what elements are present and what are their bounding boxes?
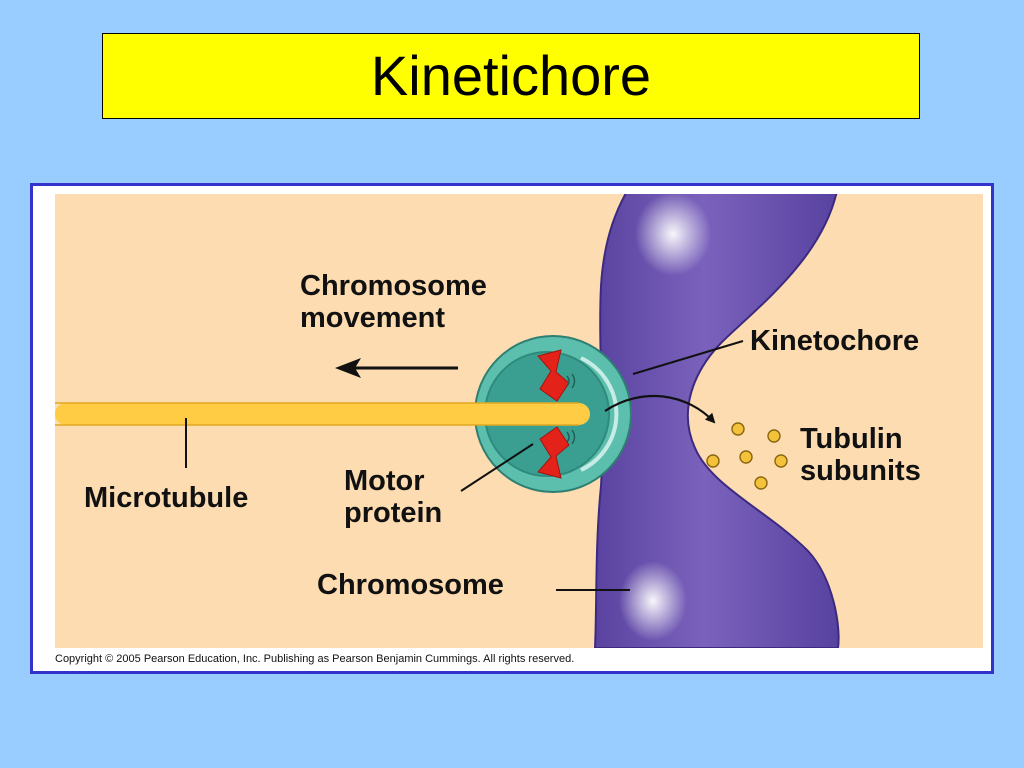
tubulin-subunit	[754, 476, 768, 490]
kinetochore-diagram	[55, 194, 983, 648]
kinetochore-leader	[632, 340, 744, 375]
microtubule-label: Microtubule	[84, 482, 249, 514]
motor-label-line1: Motor	[344, 465, 425, 497]
tubulin-subunit	[739, 450, 753, 464]
chromosome-movement-label-line2: movement	[300, 301, 446, 334]
slide-title: Kinetichore	[370, 44, 652, 107]
motor-vibration-lines	[566, 373, 576, 445]
tubulin-subunit	[731, 422, 745, 436]
tubulin-label-line1: Tubulin	[800, 423, 903, 455]
figure-frame: Chromosome movement Kinetochore Tubulin …	[30, 183, 994, 674]
tubulin-subunits-label: Tubulin subunits	[800, 423, 921, 488]
chromosome-shape	[593, 194, 840, 648]
kinetochore-label: Kinetochore	[750, 325, 920, 357]
motor-label-line2: protein	[344, 496, 443, 529]
title-box: Kinetichore	[102, 33, 920, 119]
copyright-notice: Copyright © 2005 Pearson Education, Inc.…	[55, 653, 575, 665]
motor-protein-bottom	[537, 426, 570, 479]
microtubule-shape	[55, 403, 590, 425]
chromosome-label: Chromosome	[317, 569, 504, 601]
motor-protein-top	[537, 349, 570, 402]
tubulin-subunit	[767, 429, 781, 443]
tubulin-subunits	[706, 422, 788, 490]
chromosome-movement-label: Chromosome movement	[300, 270, 487, 335]
motor-protein-label: Motor protein	[344, 465, 443, 530]
tubulin-subunit	[774, 454, 788, 468]
movement-arrow-head	[335, 358, 361, 378]
chromosome-movement-label-line1: Chromosome	[300, 270, 487, 302]
motor-leader	[460, 443, 534, 492]
kinetochore-rim-highlight	[580, 356, 619, 472]
tubulin-label-line2: subunits	[800, 454, 921, 487]
tubulin-subunit	[706, 454, 720, 468]
depolymerization-arrow	[604, 394, 716, 424]
chromosome-highlight-bottom	[619, 561, 687, 641]
chromosome-highlight-top	[635, 194, 711, 276]
